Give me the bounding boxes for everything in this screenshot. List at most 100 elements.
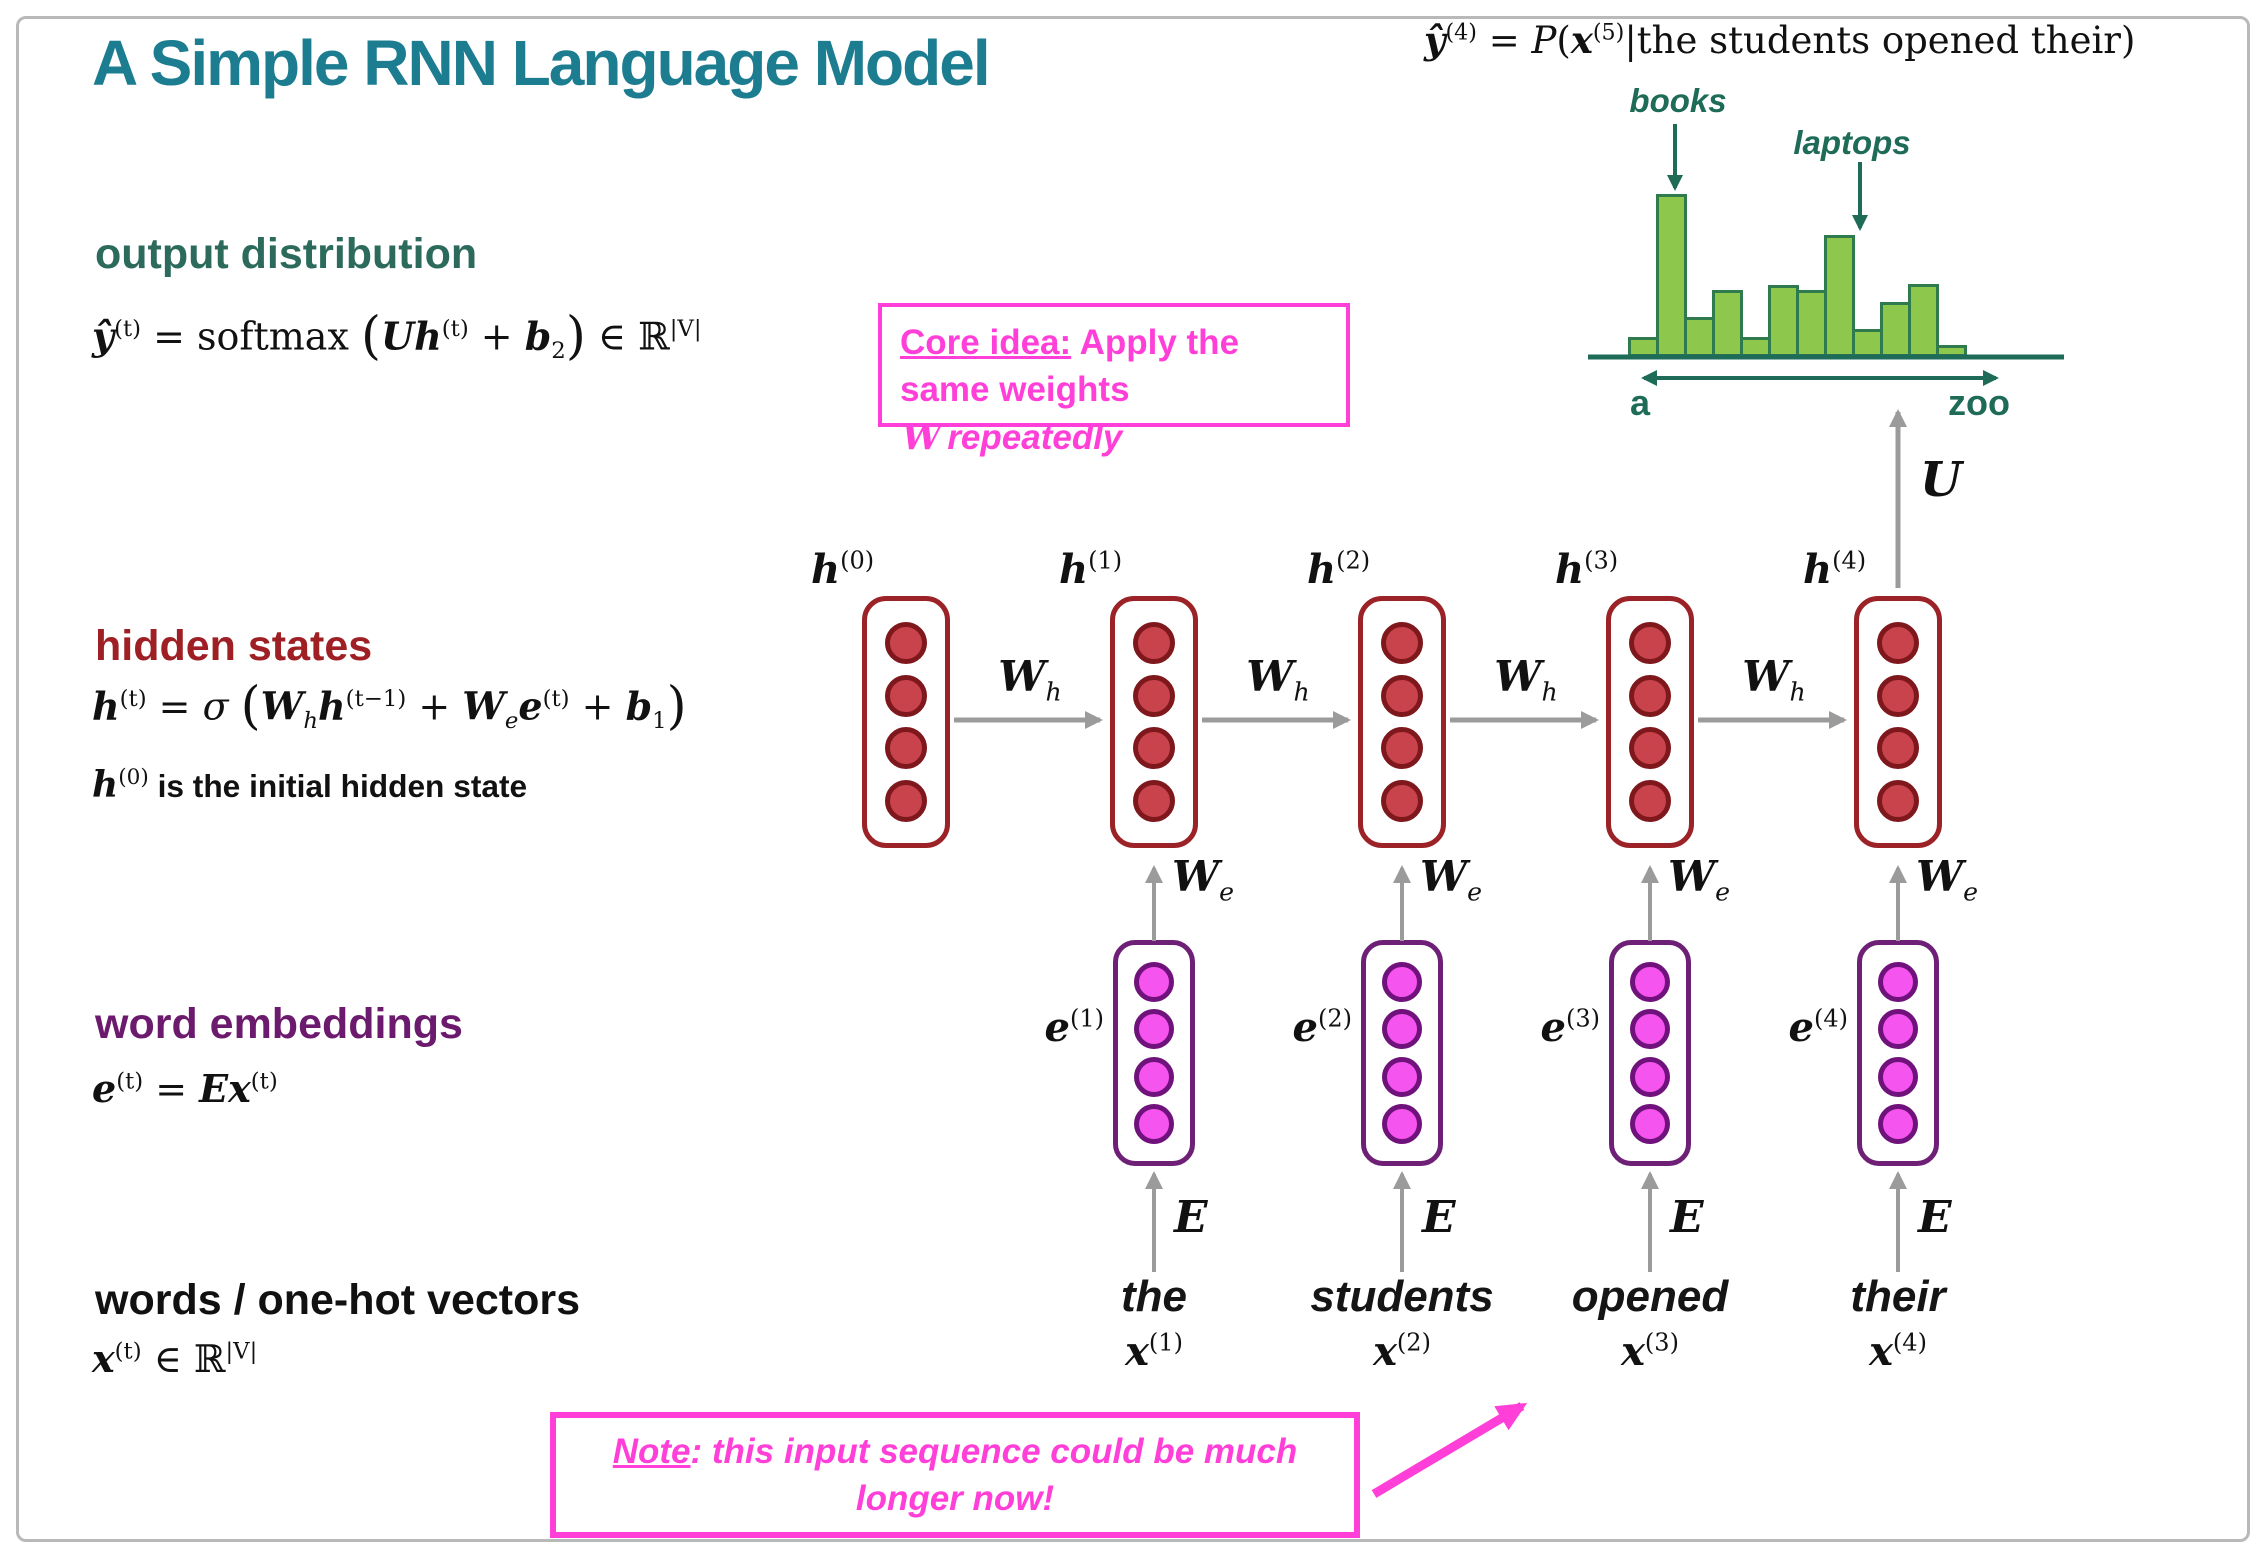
word-opened: opened	[1571, 1272, 1729, 1321]
unit-circle	[1630, 962, 1670, 1003]
x-label-4: x(4)	[1869, 1328, 1927, 1375]
distribution-bar	[1936, 345, 1967, 357]
unit-circle	[1382, 962, 1422, 1003]
unit-circle	[885, 727, 927, 770]
hidden-state-label-h1: h(1)	[1059, 546, 1123, 593]
e-matrix-label-3: E	[1670, 1192, 1704, 1243]
unit-circle	[1382, 1103, 1422, 1144]
unit-circle	[1630, 1103, 1670, 1144]
unit-circle	[1381, 621, 1423, 664]
hidden-initial-note: h(0) is the initial hidden state	[92, 764, 528, 806]
hidden-state-label-h3: h(3)	[1555, 546, 1619, 593]
wh-label-2: Wh	[1246, 652, 1310, 707]
heading-output-distribution: output distribution	[95, 230, 478, 278]
heading-hidden-states: hidden states	[95, 622, 373, 670]
distribution-bar	[1656, 194, 1687, 357]
we-label-1: We	[1172, 852, 1235, 907]
hidden-state-vector-h3	[1606, 596, 1694, 848]
e-matrix-label-4: E	[1918, 1192, 1952, 1243]
word-their: their	[1850, 1272, 1946, 1321]
embedding-vector-e2	[1361, 940, 1443, 1166]
unit-circle	[1133, 674, 1175, 717]
unit-circle	[1134, 962, 1174, 1003]
heading-words-onehot: words / one-hot vectors	[95, 1276, 581, 1324]
unit-circle	[1381, 674, 1423, 717]
e-matrix-label-2: E	[1422, 1192, 1456, 1243]
hidden-state-vector-h2	[1358, 596, 1446, 848]
unit-circle	[1381, 780, 1423, 823]
vocab-end-label: zoo	[1948, 382, 2010, 423]
we-label-2: We	[1420, 852, 1483, 907]
embedding-vector-e3	[1609, 940, 1691, 1166]
note-box: Note: this input sequence could be much …	[550, 1412, 1360, 1538]
hidden-state-vector-h1	[1110, 596, 1198, 848]
e-matrix-label-1: E	[1174, 1192, 1208, 1243]
wh-label-1: Wh	[998, 652, 1062, 707]
embedding-label-e1: e(1)	[1044, 1004, 1104, 1051]
unit-circle	[1877, 621, 1919, 664]
unit-circle	[1382, 1009, 1422, 1050]
embedding-label-e2: e(2)	[1292, 1004, 1352, 1051]
unit-circle	[1134, 1103, 1174, 1144]
slide-title: A Simple RNN Language Model	[92, 27, 991, 99]
unit-circle	[1134, 1056, 1174, 1097]
formula-word-embeddings: e(t) = Ex(t)	[92, 1066, 278, 1111]
embedding-vector-e4	[1857, 940, 1939, 1166]
distribution-bar	[1852, 329, 1883, 357]
unit-circle	[1134, 1009, 1174, 1050]
unit-circle	[1878, 1056, 1918, 1097]
embedding-label-e4: e(4)	[1788, 1004, 1848, 1051]
unit-circle	[1878, 962, 1918, 1003]
embedding-vector-e1	[1113, 940, 1195, 1166]
word-the: the	[1121, 1272, 1187, 1321]
embedding-label-e3: e(3)	[1540, 1004, 1600, 1051]
unit-circle	[1382, 1056, 1422, 1097]
unit-circle	[1133, 727, 1175, 770]
unit-circle	[1878, 1009, 1918, 1050]
x-label-1: x(1)	[1125, 1328, 1183, 1375]
unit-circle	[885, 674, 927, 717]
unit-circle	[1630, 1056, 1670, 1097]
distribution-chart	[1628, 187, 2008, 357]
unit-circle	[1877, 674, 1919, 717]
unit-circle	[1629, 727, 1671, 770]
distribution-bar	[1712, 290, 1743, 357]
unit-circle	[1629, 674, 1671, 717]
x-label-2: x(2)	[1373, 1328, 1431, 1375]
formula-hidden-states: h(t) = σ (Whh(t−1) + Wee(t) + b1)	[92, 676, 687, 736]
distribution-bar	[1684, 317, 1715, 357]
unit-circle	[1878, 1103, 1918, 1144]
formula-onehot: x(t) ∈ ℝ|V|	[92, 1336, 258, 1381]
hidden-state-label-h0: h(0)	[811, 546, 875, 593]
distribution-bar	[1824, 235, 1855, 357]
distribution-bar	[1628, 337, 1659, 357]
hidden-state-vector-h0	[862, 596, 950, 848]
books-annotation: books	[1629, 82, 1727, 119]
unit-circle	[1629, 780, 1671, 823]
hidden-state-vector-h4	[1854, 596, 1942, 848]
distribution-bar	[1740, 337, 1771, 357]
we-label-4: We	[1916, 852, 1979, 907]
distribution-bar	[1796, 290, 1827, 357]
prediction-formula: ŷ(4) = P(x(5)|the students opened their)	[1424, 18, 2136, 62]
unit-circle	[1877, 727, 1919, 770]
laptops-annotation: laptops	[1793, 124, 1911, 161]
distribution-bar	[1880, 302, 1911, 357]
slide-frame	[16, 16, 2250, 1542]
distribution-bar	[1768, 285, 1799, 357]
vocab-start-label: a	[1630, 382, 1651, 423]
unit-circle	[885, 621, 927, 664]
heading-word-embeddings: word embeddings	[95, 1000, 463, 1048]
u-label: U	[1920, 452, 1962, 508]
unit-circle	[1133, 621, 1175, 664]
distribution-bar	[1908, 284, 1939, 357]
hidden-state-label-h2: h(2)	[1307, 546, 1371, 593]
wh-label-3: Wh	[1494, 652, 1558, 707]
note-text: Note: this input sequence could be much …	[612, 1431, 1298, 1518]
unit-circle	[1133, 780, 1175, 823]
hidden-state-label-h4: h(4)	[1803, 546, 1867, 593]
unit-circle	[1877, 780, 1919, 823]
